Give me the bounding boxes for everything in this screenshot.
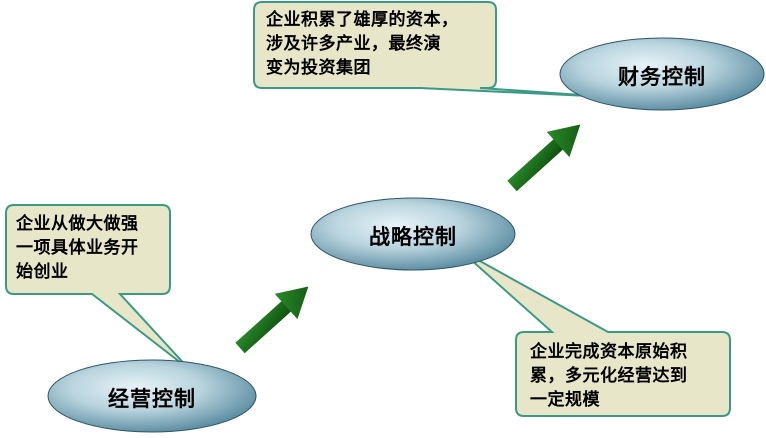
node-finance-label: 财务控制 <box>618 65 706 89</box>
callout-strategy <box>459 249 731 417</box>
callout-operation <box>5 204 191 371</box>
arrow-operation-to-strategy <box>235 286 309 354</box>
node-finance-ellipse <box>559 37 765 111</box>
node-strategy-label: 战略控制 <box>369 225 457 249</box>
node-operation-ellipse <box>47 359 257 433</box>
callout-finance <box>253 1 611 98</box>
node-strategy-ellipse <box>310 197 516 271</box>
callout-finance-text: 企业积累了雄厚的资本， 涉及许多产业，最终演 变为投资集团 <box>266 10 459 78</box>
callout-operation-text: 企业从做大做强 一项具体业务开 始创业 <box>16 214 139 282</box>
node-operation-label: 经营控制 <box>108 387 196 411</box>
arrow-strategy-to-finance <box>507 124 581 192</box>
callout-strategy-text: 企业完成资本原始积 累，多元化经营达到 一定规模 <box>530 342 688 410</box>
